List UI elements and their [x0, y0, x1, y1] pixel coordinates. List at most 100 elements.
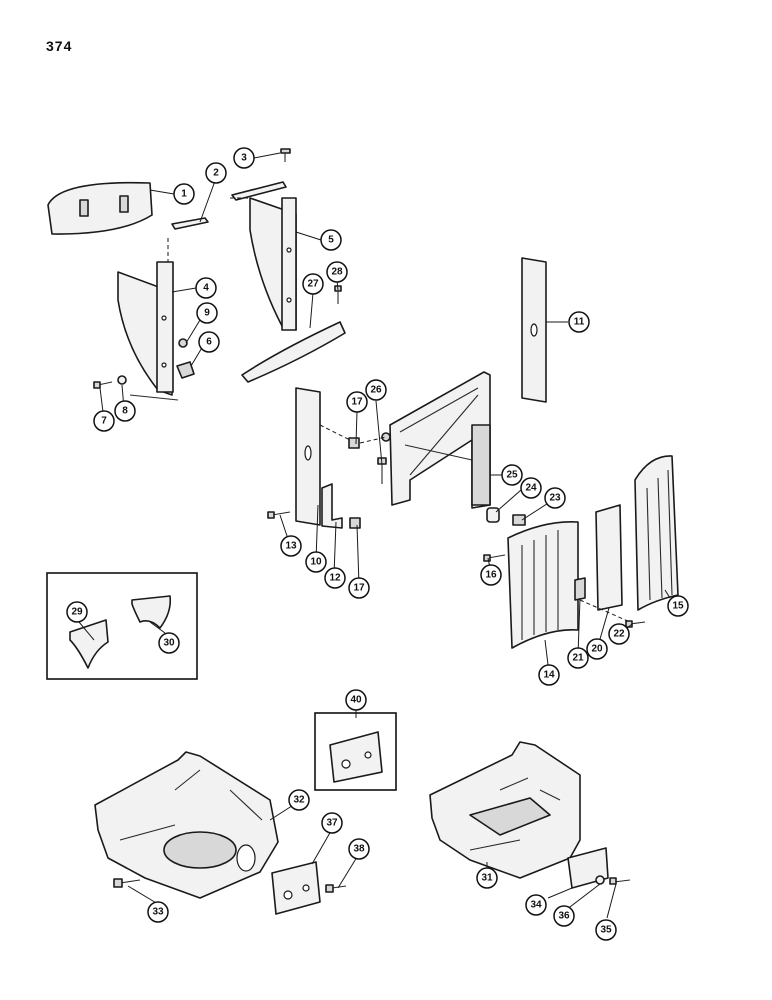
- callout-27: 27: [302, 273, 324, 295]
- callout-2: 2: [205, 162, 227, 184]
- part-4-left-side-panel: [117, 261, 179, 401]
- callout-20: 20: [586, 638, 608, 660]
- callout-17-upper: 17: [346, 391, 368, 413]
- callout-29: 29: [66, 601, 88, 623]
- callout-33: 33: [147, 901, 169, 923]
- part-13-bolt: [267, 511, 291, 519]
- svg-text:12: 12: [329, 573, 341, 584]
- part-3-screw: [280, 148, 291, 162]
- svg-text:17: 17: [353, 583, 365, 594]
- callout-14: 14: [538, 664, 560, 686]
- callout-24: 24: [520, 477, 542, 499]
- callout-28: 28: [326, 261, 348, 283]
- callout-34: 34: [525, 894, 547, 916]
- alignment-line: [359, 436, 387, 444]
- svg-text:28: 28: [331, 267, 343, 278]
- part-38-bolt: [325, 884, 347, 893]
- svg-text:31: 31: [481, 873, 493, 884]
- svg-text:6: 6: [206, 337, 212, 348]
- svg-text:26: 26: [370, 385, 382, 396]
- part-31-bolster-housing: [429, 741, 581, 879]
- svg-text:40: 40: [350, 695, 362, 706]
- callout-3: 3: [233, 147, 255, 169]
- svg-text:4: 4: [203, 283, 209, 294]
- svg-text:3: 3: [241, 153, 247, 164]
- part-6-clip: [176, 361, 195, 379]
- callout-40: 40: [345, 689, 367, 711]
- svg-text:38: 38: [353, 844, 365, 855]
- callout-8: 8: [114, 400, 136, 422]
- callout-7: 7: [93, 410, 115, 432]
- part-11-vertical-strip: [521, 257, 547, 403]
- part-20-screen-strip: [595, 504, 623, 611]
- svg-text:20: 20: [591, 644, 603, 655]
- alignment-line: [319, 424, 351, 441]
- callout-31: 31: [476, 867, 498, 889]
- callout-30: 30: [158, 632, 180, 654]
- part-5-right-side-panel: [249, 197, 297, 331]
- callout-35: 35: [595, 919, 617, 941]
- svg-text:7: 7: [101, 416, 107, 427]
- callout-4: 4: [195, 277, 217, 299]
- callout-16: 16: [480, 564, 502, 586]
- callout-38: 38: [348, 838, 370, 860]
- svg-text:30: 30: [163, 638, 175, 649]
- part-37-plate: [271, 861, 321, 915]
- part-32-bolster-housing: [94, 751, 279, 899]
- part-23-nut: [512, 514, 526, 526]
- part-5-top-strip: [231, 181, 287, 201]
- svg-text:22: 22: [613, 629, 625, 640]
- part-12-bracket: [321, 483, 343, 529]
- svg-text:2: 2: [213, 168, 219, 179]
- callout-15: 15: [667, 595, 689, 617]
- part-35-bolt: [609, 877, 631, 885]
- part-24-bushing: [486, 507, 500, 523]
- callout-11: 11: [568, 311, 590, 333]
- callout-9: 9: [196, 302, 218, 324]
- alignment-line: [579, 599, 631, 623]
- page-number: 374: [46, 38, 73, 54]
- svg-text:13: 13: [285, 541, 297, 552]
- callout-25: 25: [501, 464, 523, 486]
- svg-text:16: 16: [485, 570, 497, 581]
- callout-1: 1: [173, 183, 195, 205]
- callout-36: 36: [553, 905, 575, 927]
- callout-10: 10: [305, 551, 327, 573]
- inset-box-40: [314, 712, 397, 791]
- svg-text:24: 24: [525, 483, 537, 494]
- svg-text:14: 14: [543, 670, 555, 681]
- part-14-grille-screen: [507, 521, 579, 649]
- part-25-grille-frame: [381, 371, 491, 509]
- callout-5: 5: [320, 229, 342, 251]
- part-10-side-bar: [295, 387, 321, 526]
- svg-text:1: 1: [181, 189, 187, 200]
- callout-21: 21: [567, 647, 589, 669]
- svg-text:37: 37: [326, 818, 338, 829]
- svg-text:23: 23: [549, 493, 561, 504]
- svg-text:5: 5: [328, 235, 334, 246]
- part-36-washer: [595, 875, 605, 885]
- part-21-clip: [574, 577, 586, 601]
- part-1-top-cover-plate: [47, 181, 153, 235]
- svg-text:25: 25: [506, 470, 518, 481]
- svg-text:34: 34: [530, 900, 542, 911]
- callout-12: 12: [324, 567, 346, 589]
- part-8-washer: [117, 375, 127, 385]
- callout-32: 32: [288, 789, 310, 811]
- part-17-clip-lower: [349, 517, 361, 529]
- svg-text:21: 21: [572, 653, 584, 664]
- svg-text:35: 35: [600, 925, 612, 936]
- part-15-front-grille: [634, 455, 679, 611]
- svg-text:32: 32: [293, 795, 305, 806]
- svg-text:15: 15: [672, 601, 684, 612]
- part-33-bolt: [113, 878, 141, 888]
- callout-26: 26: [365, 379, 387, 401]
- svg-text:17: 17: [351, 397, 363, 408]
- svg-text:10: 10: [310, 557, 322, 568]
- svg-text:8: 8: [122, 406, 128, 417]
- svg-text:36: 36: [558, 911, 570, 922]
- part-2-strip: [171, 217, 209, 230]
- svg-text:9: 9: [204, 308, 210, 319]
- callout-6: 6: [198, 331, 220, 353]
